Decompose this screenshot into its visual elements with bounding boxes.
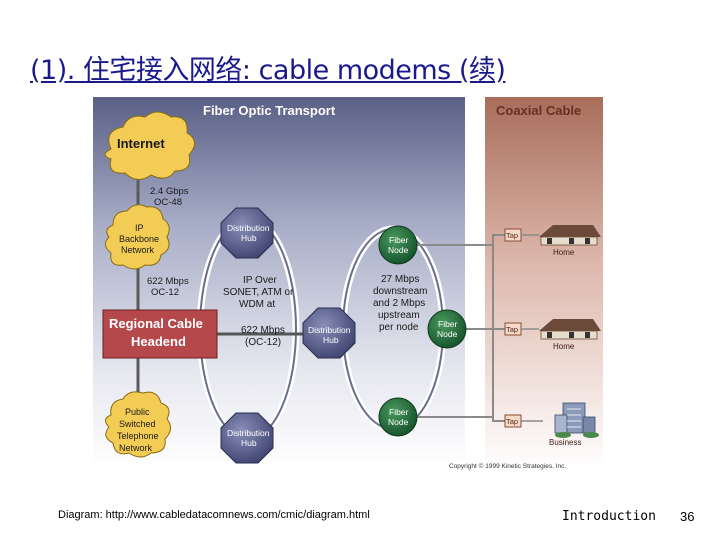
- slide-title: (1). 住宅接入网络: cable modems (续): [30, 55, 506, 86]
- svg-text:(OC-12): (OC-12): [245, 337, 281, 348]
- diagram-caption: Diagram: http://www.cabledatacomnews.com…: [58, 509, 370, 521]
- tap-middle: Tap: [504, 322, 522, 336]
- svg-text:Switched: Switched: [119, 419, 156, 429]
- svg-text:IP: IP: [135, 223, 144, 233]
- fiber-node-top: Fiber Node: [378, 225, 418, 265]
- svg-text:Hub: Hub: [241, 438, 257, 448]
- svg-text:Network: Network: [119, 443, 153, 453]
- svg-text:Fiber: Fiber: [389, 235, 409, 245]
- svg-text:per node: per node: [379, 322, 419, 333]
- internet-cloud: Internet: [104, 111, 195, 180]
- svg-text:Node: Node: [388, 417, 409, 427]
- svg-text:OC-48: OC-48: [154, 197, 182, 208]
- fiber-section-header: Fiber Optic Transport: [203, 103, 336, 118]
- svg-text:2.4 Gbps: 2.4 Gbps: [150, 186, 189, 197]
- svg-text:Hub: Hub: [323, 335, 339, 345]
- svg-text:Telephone: Telephone: [117, 431, 159, 441]
- svg-text:Distribution: Distribution: [308, 325, 351, 335]
- svg-text:Home: Home: [553, 248, 575, 257]
- internet-label: Internet: [117, 136, 165, 151]
- svg-text:Public: Public: [125, 407, 150, 417]
- footer-title: Introduction: [562, 509, 656, 524]
- svg-text:Headend: Headend: [131, 334, 186, 349]
- home-icon: Home: [539, 225, 601, 257]
- svg-text:Home: Home: [553, 342, 575, 351]
- svg-text:downstream: downstream: [373, 286, 427, 297]
- fiber-node-bottom: Fiber Node: [378, 397, 418, 437]
- ring-note-node-capacity: 27 Mbps downstream and 2 Mbps upstream p…: [373, 274, 427, 333]
- pstn-cloud: Public Switched Telephone Network: [105, 391, 171, 458]
- coax-lines: [415, 234, 505, 422]
- svg-text:IP Over: IP Over: [243, 275, 277, 286]
- distribution-hub-bottom: Distribution Hub: [220, 412, 274, 464]
- svg-text:Node: Node: [437, 329, 458, 339]
- tap-top: Tap: [504, 228, 522, 242]
- cable-network-diagram: Fiber Optic Transport Coaxial Cable Inte…: [93, 97, 603, 470]
- coax-section-header: Coaxial Cable: [496, 103, 581, 118]
- svg-text:Fiber: Fiber: [389, 407, 409, 417]
- svg-text:Node: Node: [388, 245, 409, 255]
- svg-text:Backbone: Backbone: [119, 234, 159, 244]
- distribution-hub-top: Distribution Hub: [220, 207, 274, 259]
- home-icon: Home: [539, 319, 601, 351]
- business-icon: Business: [549, 402, 599, 447]
- svg-text:Regional Cable: Regional Cable: [109, 316, 203, 331]
- svg-text:Distribution: Distribution: [227, 223, 270, 233]
- svg-text:Hub: Hub: [241, 233, 257, 243]
- distribution-hub-middle: Distribution Hub: [302, 307, 356, 359]
- tap-bottom: Tap: [504, 414, 522, 428]
- page-number: 36: [680, 509, 695, 524]
- link-mid-label: 622 Mbps OC-12: [147, 276, 189, 298]
- svg-text:27 Mbps: 27 Mbps: [381, 274, 419, 285]
- svg-text:Network: Network: [121, 245, 155, 255]
- svg-text:Business: Business: [549, 438, 581, 447]
- svg-text:Tap: Tap: [506, 231, 518, 240]
- svg-text:SONET, ATM or: SONET, ATM or: [223, 287, 294, 298]
- svg-text:622 Mbps: 622 Mbps: [147, 276, 189, 287]
- svg-text:Tap: Tap: [506, 325, 518, 334]
- copyright-text: Copyright © 1999 Kinetic Strategies, Inc…: [449, 462, 566, 470]
- svg-text:and 2 Mbps: and 2 Mbps: [373, 298, 425, 309]
- svg-text:upstream: upstream: [378, 310, 420, 321]
- svg-text:WDM at: WDM at: [239, 299, 275, 310]
- svg-text:Distribution: Distribution: [227, 428, 270, 438]
- svg-text:OC-12: OC-12: [151, 287, 179, 298]
- regional-headend: Regional Cable Headend: [102, 309, 218, 359]
- ring-note-transport: IP Over SONET, ATM or WDM at 622 Mbps (O…: [223, 275, 294, 348]
- fiber-node-middle: Fiber Node: [427, 309, 467, 349]
- svg-text:Tap: Tap: [506, 417, 518, 426]
- svg-text:Fiber: Fiber: [438, 319, 458, 329]
- svg-text:622 Mbps: 622 Mbps: [241, 325, 285, 336]
- link-top-label: 2.4 Gbps OC-48: [150, 186, 189, 208]
- ip-backbone-cloud: IP Backbone Network: [105, 204, 170, 270]
